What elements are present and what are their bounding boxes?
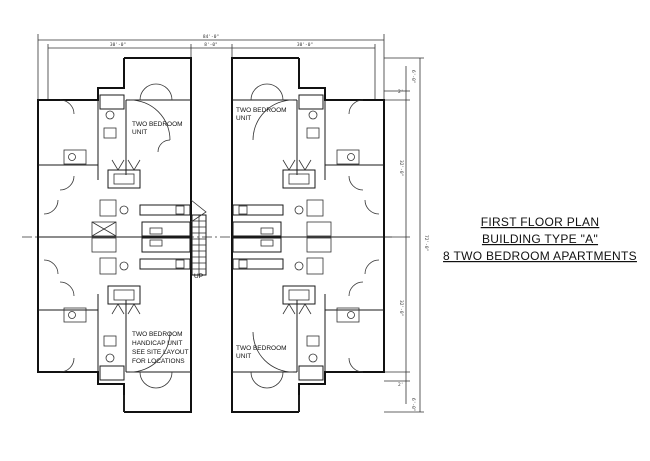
unit-label-line: UNIT (236, 353, 251, 360)
title-line-3: 8 TWO BEDROOM APARTMENTS (443, 249, 637, 263)
overall-depth-dimension: 72'-0" (423, 235, 429, 251)
unit-label-line: TWO BEDROOM (132, 331, 183, 338)
wing-depth-top-dimension: 32'-0" (398, 160, 404, 176)
unit-label-line: SEE SITE LAYOUT (132, 349, 189, 356)
unit-label-top-right: TWO BEDROOM UNIT (236, 107, 287, 122)
wing-depth-bottom-dimension: 32'-0" (398, 300, 404, 316)
small-top-dimension: 2' (398, 89, 403, 95)
entry-doors (123, 83, 300, 412)
title-line-1: FIRST FLOOR PLAN (481, 215, 600, 229)
end-top-dimension: 6'-0" (410, 70, 416, 84)
right-wing-dimension: 30'-0" (297, 42, 313, 48)
unit-label-line: TWO BEDROOM (236, 107, 287, 114)
right-wing-fixtures (232, 94, 380, 381)
end-bottom-dimension: 6'-0" (410, 398, 416, 412)
unit-label-line: HANDICAP UNIT (132, 340, 182, 347)
left-wing-dimension: 30'-0" (110, 42, 126, 48)
right-wing-walls (231, 57, 385, 413)
unit-label-top-left: TWO BEDROOM UNIT (132, 121, 183, 136)
title-line-2: BUILDING TYPE "A" (482, 232, 598, 246)
unit-label-line: TWO BEDROOM (132, 121, 183, 128)
unit-label-bottom-right: TWO BEDROOM UNIT (236, 345, 287, 360)
unit-label-line: TWO BEDROOM (236, 345, 287, 352)
unit-label-line: UNIT (132, 129, 147, 136)
stair: UP (190, 199, 207, 280)
unit-label-line: FOR LOCATIONS (132, 358, 185, 365)
small-bottom-dimension: 2' (398, 382, 403, 388)
top-dimension-lines: 84'-0" 30'-0" 8'-0" 30'-0" (37, 34, 385, 100)
left-wing-fixtures (43, 94, 191, 381)
stair-up-label: UP (194, 273, 203, 280)
unit-label-line: UNIT (236, 115, 251, 122)
right-dimension-lines: 72'-0" 32'-0" 32'-0" 6'-0" 6'-0" 2' 2' (384, 57, 429, 413)
breezeway-dimension: 8'-0" (204, 42, 218, 48)
left-wing-walls (37, 57, 192, 413)
overall-width-dimension: 84'-0" (203, 34, 219, 40)
drawing-title-block: FIRST FLOOR PLAN BUILDING TYPE "A" 8 TWO… (443, 215, 637, 263)
unit-label-bottom-left: TWO BEDROOM HANDICAP UNIT SEE SITE LAYOU… (132, 331, 189, 365)
